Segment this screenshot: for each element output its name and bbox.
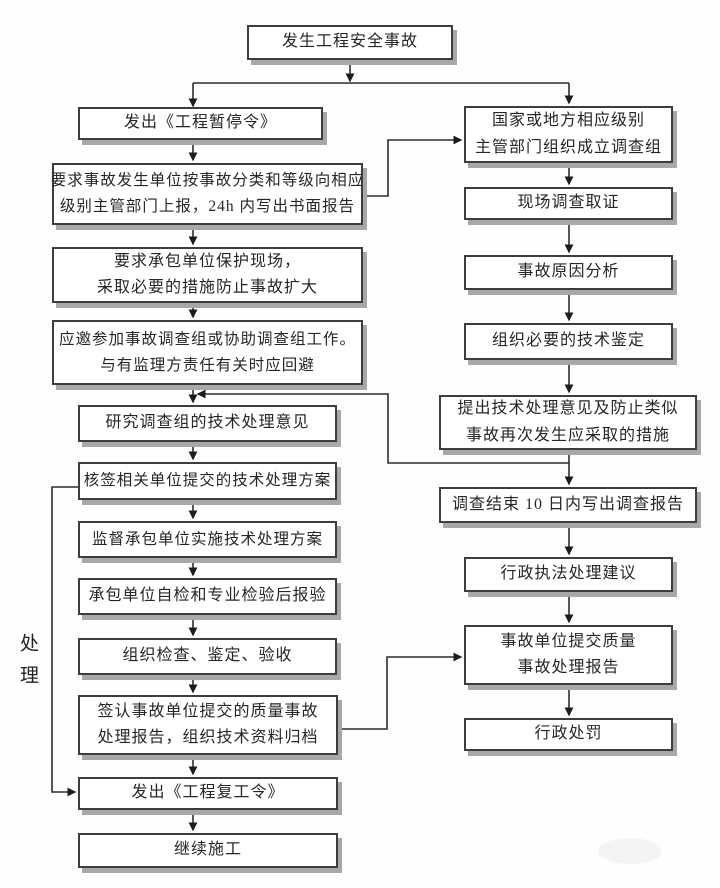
node-label: 行政处罚 (534, 725, 603, 743)
node-protect-site: 要求承包单位保护现场， 采取必要的措施防止事故扩大 (52, 247, 363, 303)
node-continue-construction: 继续施工 (78, 833, 338, 868)
node-label: 发出《工程复工令》 (131, 784, 285, 802)
node-contractor-self-inspection: 承包单位自检和专业检验后报验 (78, 578, 337, 615)
node-label: 调查结束 10 日内写出调查报告 (451, 495, 684, 513)
node-label: 要求事故发生单位按事故分类和等级向相应 (50, 172, 365, 190)
node-supervise-plan-implementation: 监督承包单位实施技术处理方案 (78, 521, 337, 558)
node-label: 签认事故单位提交的质量事故 (97, 702, 319, 720)
node-label: 核签相关单位提交的技术处理方案 (83, 472, 332, 490)
node-label: 应邀参加事故调查组或协助调查组工作。 (58, 330, 356, 348)
node-label: 继续施工 (173, 841, 242, 859)
node-site-investigation: 现场调查取证 (464, 187, 673, 220)
node-label: 要求承包单位保护现场， (113, 252, 301, 270)
node-investigation-report-10days: 调查结束 10 日内写出调查报告 (439, 487, 697, 523)
node-organize-inspection-acceptance: 组织检查、鉴定、验收 (78, 638, 337, 675)
node-propose-measures: 提出技术处理意见及防止类似 事故再次发生应采取的措施 (439, 395, 697, 450)
node-label: 事故处理报告 (517, 659, 620, 676)
node-accident-unit-submit-report: 事故单位提交质量 事故处理报告 (464, 625, 673, 685)
node-issue-suspension-order: 发出《工程暂停令》 (78, 107, 323, 140)
node-countersign-treatment-plan: 核签相关单位提交的技术处理方案 (78, 462, 337, 500)
node-label: 事故再次发生应采取的措施 (465, 426, 670, 444)
node-label: 组织必要的技术鉴定 (491, 332, 645, 350)
node-issue-resumption-order: 发出《工程复工令》 (78, 777, 338, 810)
node-sign-accident-report-archive: 签认事故单位提交的质量事故 处理报告，组织技术资料归档 (78, 695, 338, 755)
node-label: 采取必要的措施防止事故扩大 (96, 279, 318, 296)
node-label: 国家或地方相应级别 (491, 112, 645, 130)
node-label: 组织检查、鉴定、验收 (122, 647, 293, 665)
node-label: 发生工程安全事故 (281, 33, 418, 51)
node-label: 发出《工程暂停令》 (123, 114, 277, 132)
node-label: 监督承包单位实施技术处理方案 (91, 530, 323, 548)
node-label: 现场调查取证 (517, 194, 620, 212)
node-label: 事故原因分析 (517, 263, 620, 281)
node-authority-form-investigation-team: 国家或地方相应级别 主管部门组织成立调查组 (464, 106, 673, 163)
node-label: 行政执法处理建议 (500, 565, 637, 583)
node-label: 提出技术处理意见及防止类似 (457, 400, 679, 418)
node-administrative-penalty: 行政处罚 (464, 718, 673, 751)
node-administrative-enforcement-suggestion: 行政执法处理建议 (464, 557, 673, 592)
node-label: 研究调查组的技术处理意见 (105, 414, 310, 432)
node-join-investigation-team: 应邀参加事故调查组或协助调查组工作。 与有监理方责任有关时应回避 (52, 320, 363, 385)
node-report-within-24h: 要求事故发生单位按事故分类和等级向相应 级别主管部门上报，24h 内写出书面报告 (50, 163, 365, 225)
node-review-technical-opinions: 研究调查组的技术处理意见 (78, 405, 337, 442)
node-label: 与有监理方责任有关时应回避 (100, 356, 315, 374)
node-label: 承包单位自检和专业检验后报验 (88, 587, 327, 605)
watermark-smudge (598, 838, 662, 864)
node-cause-analysis: 事故原因分析 (464, 255, 673, 290)
node-label: 处理报告，组织技术资料归档 (97, 729, 319, 746)
node-label: 主管部门组织成立调查组 (474, 138, 662, 156)
node-accident-occurs: 发生工程安全事故 (247, 25, 453, 60)
node-technical-appraisal: 组织必要的技术鉴定 (464, 323, 673, 360)
handling-phase-label: 处理 (17, 633, 38, 697)
node-label: 事故单位提交质量 (500, 632, 637, 650)
node-label: 级别主管部门上报，24h 内写出书面报告 (59, 198, 356, 215)
